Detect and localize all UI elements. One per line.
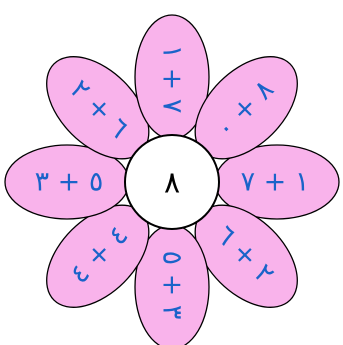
equation-label-3: ٣ + ٥ — [157, 251, 188, 320]
equation-label-1: ١ + ٧ — [241, 167, 310, 198]
equation-label-7: ٧ + ١ — [157, 45, 188, 114]
center-number: ٨ — [164, 166, 180, 201]
equation-label-5: ٥ + ٣ — [35, 167, 104, 198]
